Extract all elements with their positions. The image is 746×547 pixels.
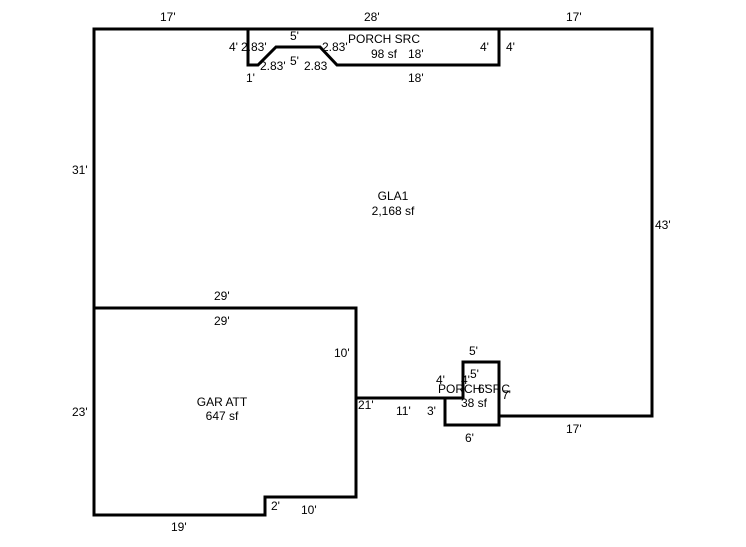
dim-porch-bot-4b: 4' <box>461 373 470 387</box>
dim-gar-bottom: 19' <box>171 520 187 534</box>
room-gla1-name: GLA1 <box>378 189 409 203</box>
dim-left-gla: 31' <box>72 163 88 177</box>
dim-porch-bot-inner-5: 5' <box>470 367 479 381</box>
dim-top-right: 17' <box>566 10 582 24</box>
dim-porch-bot-bottom: 6' <box>465 431 474 445</box>
dim-connector-3: 3' <box>427 404 436 418</box>
dim-porch-top-left-diag-a: 2.83' <box>241 40 267 54</box>
dim-gar-right-upper: 10' <box>334 346 350 360</box>
room-gla1-area: 2,168 sf <box>372 204 415 218</box>
dim-porch-top-left-outer: 4' <box>229 40 238 54</box>
dim-porch-top-right-outer: 4' <box>506 40 515 54</box>
dim-right-gla: 43' <box>655 218 671 232</box>
dim-porch-bot-6-inner: 6' <box>478 382 487 396</box>
room-porch-top-name: PORCH SRC <box>348 32 420 46</box>
dim-bottom-right: 17' <box>566 422 582 436</box>
room-porch-top-area: 98 sf <box>371 47 398 61</box>
dim-top-left: 17' <box>160 10 176 24</box>
dim-porch-top-inner-18: 18' <box>408 47 424 61</box>
garage-outline <box>92 306 358 517</box>
dim-top-center: 28' <box>364 10 380 24</box>
dim-porch-bot-4a: 4' <box>436 373 445 387</box>
dim-porch-top-left-diag-b: 2.83' <box>260 59 286 73</box>
dim-gar-top-outer: 29' <box>214 289 230 303</box>
gla1-outline <box>92 27 654 427</box>
dim-gar-right-lower: 21' <box>358 398 374 412</box>
dim-porch-top-inner-top: 5' <box>290 29 299 43</box>
room-garage-area: 647 sf <box>206 409 239 423</box>
dim-gar-bottom-right: 10' <box>301 503 317 517</box>
room-porch-bottom-name: PORCH SRC <box>438 382 510 396</box>
dim-porch-top-right-diag-a: 2.83' <box>322 40 348 54</box>
dim-porch-top-bottom-1: 1' <box>246 71 255 85</box>
porch-bottom-outline <box>443 360 501 427</box>
dim-porch-bot-7: 7' <box>502 388 511 402</box>
dim-porch-top-inner-mid: 5' <box>290 54 299 68</box>
dim-porch-top-right-inner: 4' <box>480 40 489 54</box>
dim-connector-11: 11' <box>396 404 411 418</box>
room-porch-bottom-area: 38 sf <box>461 396 488 410</box>
dim-gar-step: 2' <box>271 499 280 513</box>
dim-porch-top-bottom-18: 18' <box>408 71 424 85</box>
dim-gar-left: 23' <box>72 405 88 419</box>
porch-top-outline <box>246 27 501 67</box>
dim-porch-bot-top: 5' <box>469 344 478 358</box>
dim-porch-top-right-diag-b: 2.83 <box>304 59 328 73</box>
room-garage-name: GAR ATT <box>197 395 248 409</box>
dim-gar-top-inner: 29' <box>214 314 230 328</box>
